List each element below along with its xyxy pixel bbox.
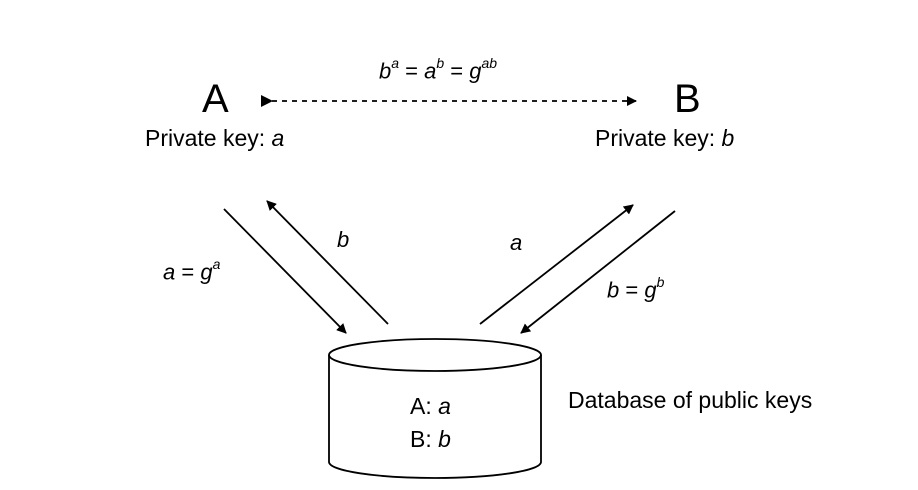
- party-b-name: B: [674, 77, 701, 121]
- formula-a-exponent: a: [391, 55, 400, 71]
- formula-b: b: [379, 58, 392, 84]
- party-a-private-key-label: Private key:: [145, 125, 272, 151]
- label-a-public-key: a = ga: [163, 256, 221, 285]
- label-b-public-eq: =: [619, 277, 645, 303]
- formula-g: g: [469, 58, 482, 84]
- arrow-b-to-database: [520, 210, 676, 334]
- formula-b-exponent: b: [436, 55, 445, 71]
- arrow-database-to-b: [479, 204, 634, 325]
- label-b-to-a: b: [337, 227, 350, 252]
- label-b-public-lhs: b: [607, 277, 620, 303]
- party-a-private-key: Private key: a: [145, 127, 284, 150]
- party-a-name: A: [202, 77, 229, 121]
- party-b-private-key: Private key: b: [595, 127, 734, 150]
- party-a-private-key-var: a: [271, 125, 285, 151]
- shared-key-formula: ba = ab = gab: [379, 55, 498, 84]
- label-a-public-g: g: [200, 259, 213, 285]
- formula-a: a: [424, 58, 437, 84]
- label-b-public-g: g: [644, 277, 657, 303]
- party-b-private-key-var: b: [721, 125, 735, 151]
- label-a-to-b: a: [510, 230, 523, 255]
- database-row-b-key: B:: [410, 426, 439, 452]
- database-row-a-val: a: [438, 393, 451, 419]
- database-row-b: B: b: [410, 428, 451, 451]
- arrow-a-to-database: [223, 208, 347, 334]
- formula-ab-exponent: ab: [481, 55, 498, 71]
- label-a-public-eq: =: [175, 259, 201, 285]
- label-a-public-lhs: a: [163, 259, 176, 285]
- database-caption: Database of public keys: [568, 387, 813, 413]
- arrow-database-to-a: [266, 200, 389, 325]
- label-b-public-key: b = gb: [607, 274, 665, 303]
- label-b-public-exp: b: [656, 274, 665, 290]
- party-b-private-key-label: Private key:: [595, 125, 722, 151]
- formula-equals-2: =: [444, 58, 470, 84]
- database-row-a: A: a: [410, 395, 451, 418]
- database-cylinder-icon: [328, 338, 542, 479]
- formula-equals-1: =: [399, 58, 425, 84]
- label-a-public-exp: a: [212, 256, 221, 272]
- database-row-b-val: b: [438, 426, 451, 452]
- database-row-a-key: A:: [410, 393, 439, 419]
